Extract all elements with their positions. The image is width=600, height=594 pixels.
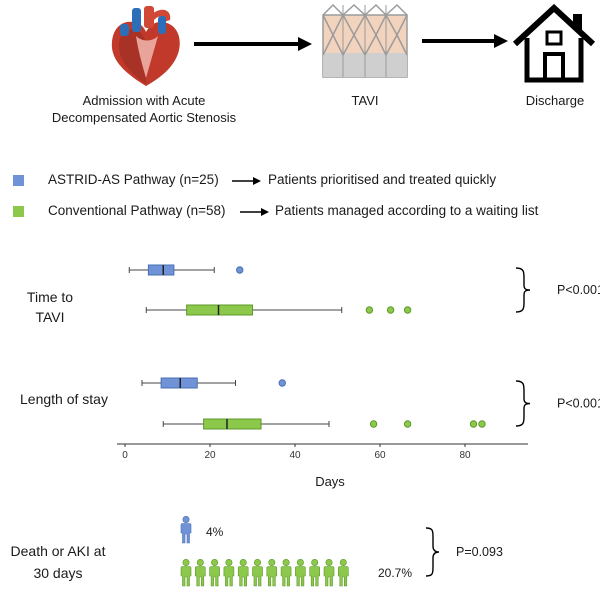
flow-step-admission: Admission with Acute Decompensated Aorti…	[50, 92, 238, 126]
person-icon	[237, 558, 249, 587]
person-icon	[223, 558, 235, 587]
outcome-label: Death or AKI at 30 days	[2, 540, 114, 584]
group-label-time-to-tavi: Time to TAVI	[8, 287, 92, 327]
outcome-p-value: P=0.093	[456, 545, 503, 559]
group-label-time-to-tavi-line1: Time to	[26, 289, 74, 305]
outcome-astrid-pct: 4%	[206, 525, 224, 539]
x-tick-label: 80	[459, 450, 471, 461]
person-icon	[180, 558, 192, 587]
outlier-point	[386, 306, 395, 314]
legend-swatch-conventional	[13, 206, 24, 217]
valve-stent-icon	[322, 3, 408, 78]
outlier-point	[403, 420, 412, 428]
heart-icon	[111, 6, 180, 86]
legend-desc-conventional: Patients managed according to a waiting …	[275, 203, 539, 218]
x-tick-label: 60	[374, 450, 386, 461]
person-icon	[266, 558, 278, 587]
p-value-bracket	[515, 267, 531, 313]
outcome-bracket	[425, 527, 440, 577]
group-label-time-to-tavi-line2: TAVI	[35, 309, 65, 325]
x-tick-label: 20	[204, 450, 216, 461]
outcome-person-icons	[180, 515, 349, 587]
person-icon	[323, 558, 335, 587]
p-value-label: P<0.001	[557, 283, 600, 297]
outlier-point	[403, 306, 412, 314]
p-value-label: P<0.001	[557, 397, 600, 411]
x-tick-label: 0	[122, 450, 128, 461]
outcome-label-line1: Death or AKI at	[10, 543, 106, 559]
legend-swatch-astrid	[13, 175, 24, 186]
house-icon	[512, 4, 596, 83]
legend-desc-astrid: Patients prioritised and treated quickly	[268, 172, 497, 187]
outcome-label-line2: 30 days	[33, 565, 83, 581]
box-iqr	[186, 304, 253, 316]
person-icon	[194, 558, 206, 587]
outlier-point	[236, 266, 244, 274]
outlier-point	[278, 379, 286, 387]
x-tick-label: 40	[289, 450, 301, 461]
arrow-right-icon	[232, 177, 261, 185]
p-value-bracket	[515, 380, 531, 427]
flow-step-tavi: TAVI	[351, 93, 379, 108]
person-icon	[209, 558, 220, 587]
arrow-right-icon	[422, 34, 508, 48]
person-icon	[338, 558, 349, 587]
person-icon	[180, 515, 192, 544]
legend-label-astrid: ASTRID-AS Pathway (n=25)	[48, 172, 219, 187]
outlier-point	[365, 306, 374, 314]
x-axis-label: Days	[315, 474, 345, 489]
outlier-point	[469, 420, 478, 428]
outlier-point	[369, 420, 378, 428]
arrow-right-icon	[194, 37, 312, 51]
outlier-point	[478, 420, 486, 428]
person-icon	[295, 558, 306, 587]
box-iqr	[160, 377, 198, 389]
box-iqr	[203, 418, 262, 430]
box-iqr	[147, 264, 175, 276]
flow-step-discharge: Discharge	[525, 93, 585, 108]
group-label-length-of-stay: Length of stay	[20, 391, 108, 407]
arrow-right-icon	[240, 208, 269, 216]
legend-label-conventional: Conventional Pathway (n=58)	[48, 203, 226, 218]
outcome-conventional-pct: 20.7%	[378, 566, 413, 580]
person-icon	[252, 558, 263, 587]
person-icon	[309, 558, 320, 587]
person-icon	[280, 558, 292, 587]
flow-step-admission-line2: Decompensated Aortic Stenosis	[51, 110, 237, 125]
flow-step-admission-line1: Admission with Acute	[82, 93, 206, 108]
